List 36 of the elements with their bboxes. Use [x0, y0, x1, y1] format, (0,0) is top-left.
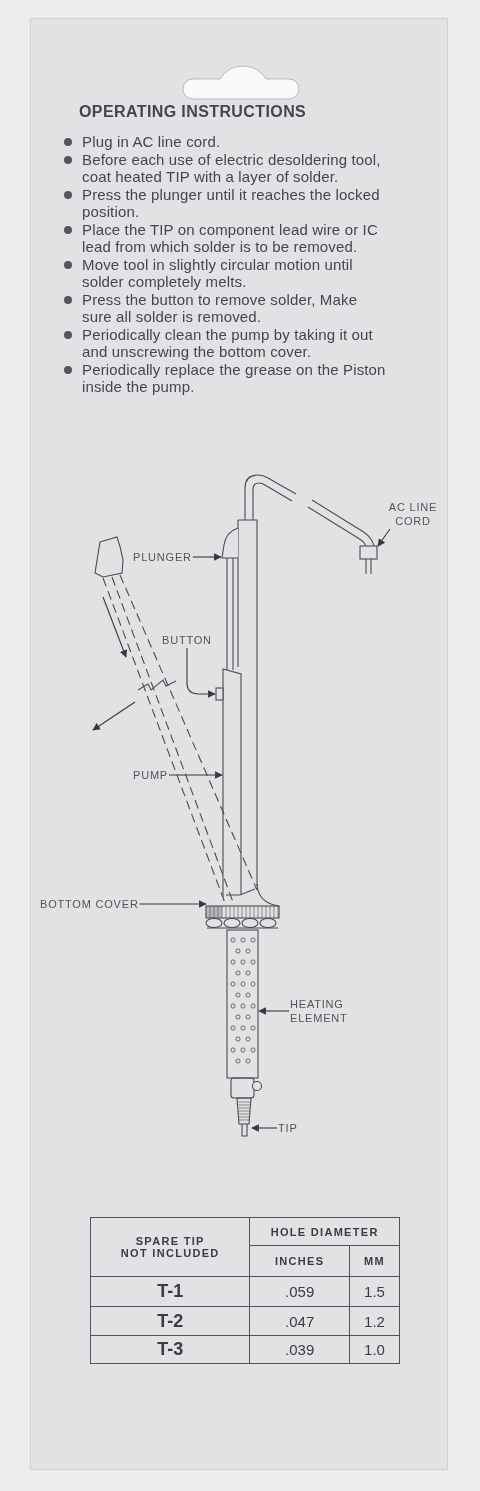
table-cell: T-3	[90, 1335, 250, 1364]
instruction-text: Periodically replace the grease on the Piston inside the pump.	[82, 360, 387, 396]
leader-line	[251, 1124, 278, 1132]
column-header: HOLE DIAMETER	[249, 1217, 400, 1246]
table-cell: .047	[249, 1306, 350, 1336]
part-label: TIP	[278, 1121, 298, 1135]
table-cell: .039	[249, 1335, 350, 1364]
table-cell: 1.2	[349, 1306, 400, 1336]
instruction-text: Plug in AC line cord.	[82, 133, 221, 151]
part-label: BOTTOM COVER	[40, 897, 139, 911]
leader-line	[377, 528, 391, 547]
part-label: HEATING ELEMENT	[290, 997, 354, 1025]
column-header: SPARE TIP NOT INCLUDED	[90, 1217, 250, 1277]
leader-line	[192, 553, 222, 561]
part-label: AC LINE CORD	[384, 500, 442, 528]
part-label: PLUNGER	[133, 550, 192, 564]
table-cell: T-2	[90, 1306, 250, 1336]
column-header: INCHES	[249, 1245, 350, 1277]
instruction-text: Periodically clean the pump by taking it out and unscrewing the bottom cover.	[82, 325, 374, 361]
table-cell: 1.5	[349, 1276, 400, 1307]
column-header: MM	[349, 1245, 400, 1277]
instruction-text: Place the TIP on component lead wire or IC lead from which solder is to be removed.	[82, 220, 379, 256]
part-label: BUTTON	[162, 633, 212, 647]
leader-line	[258, 1007, 290, 1015]
table-cell: 1.0	[349, 1335, 400, 1364]
instruction-text: Move tool in slightly circular motion until solder completely melts.	[82, 255, 354, 291]
instruction-text: Before each use of electric desoldering tool, coat heated TIP with a layer of solder.	[82, 150, 382, 186]
instruction-text: Press the plunger until it reaches the locked position.	[82, 185, 381, 221]
instruction-text: Press the button to remove solder, Make sure all solder is removed.	[82, 290, 359, 326]
heading: OPERATING INSTRUCTIONS	[79, 103, 307, 121]
leader-line	[139, 900, 207, 908]
part-label: PUMP	[133, 768, 168, 782]
table-cell: T-1	[90, 1276, 250, 1307]
leader-line	[186, 647, 216, 698]
table-cell: .059	[249, 1276, 350, 1307]
leader-line	[168, 771, 223, 779]
